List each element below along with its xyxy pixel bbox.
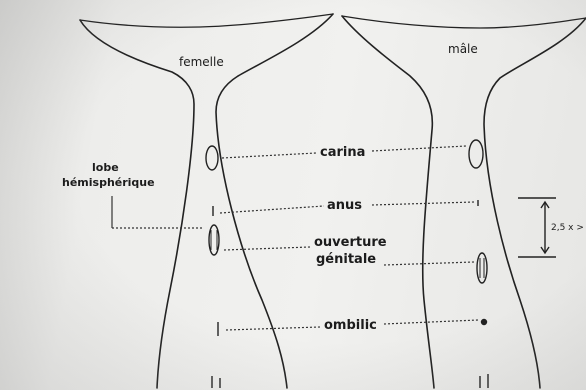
male-genital-opening <box>477 253 487 283</box>
carina-leader-left <box>222 153 316 158</box>
lobe-label-line2: hémisphérique <box>62 175 155 190</box>
carina-label: carina <box>320 146 365 159</box>
ratio-label: 2,5 x > <box>551 222 584 235</box>
genital-leader-left <box>224 247 310 250</box>
lobe-label: lobe hémisphérique <box>62 160 155 190</box>
female-tail-outline-right <box>216 14 333 388</box>
lobe-label-line1: lobe <box>62 160 155 175</box>
genital-leader-right <box>384 262 474 265</box>
female-tail-outline <box>80 20 194 388</box>
female-label: femelle <box>179 56 224 69</box>
umbilicus-label: ombilic <box>324 319 377 332</box>
anus-label: anus <box>327 199 362 212</box>
male-umbilicus <box>482 320 487 325</box>
female-fluke-top <box>80 14 333 27</box>
genital-label-line2: génitale <box>316 253 376 266</box>
anus-leader-right <box>372 202 474 205</box>
genital-label-line1: ouverture <box>314 236 387 249</box>
female-carina <box>206 146 218 170</box>
male-label: mâle <box>448 43 478 56</box>
umbilicus-leader-right <box>384 320 478 324</box>
male-tail-outline-right <box>484 18 586 388</box>
carina-leader-right <box>372 146 466 151</box>
male-fluke-top <box>342 16 586 28</box>
anus-leader-left <box>220 206 324 213</box>
male-carina <box>469 140 483 168</box>
